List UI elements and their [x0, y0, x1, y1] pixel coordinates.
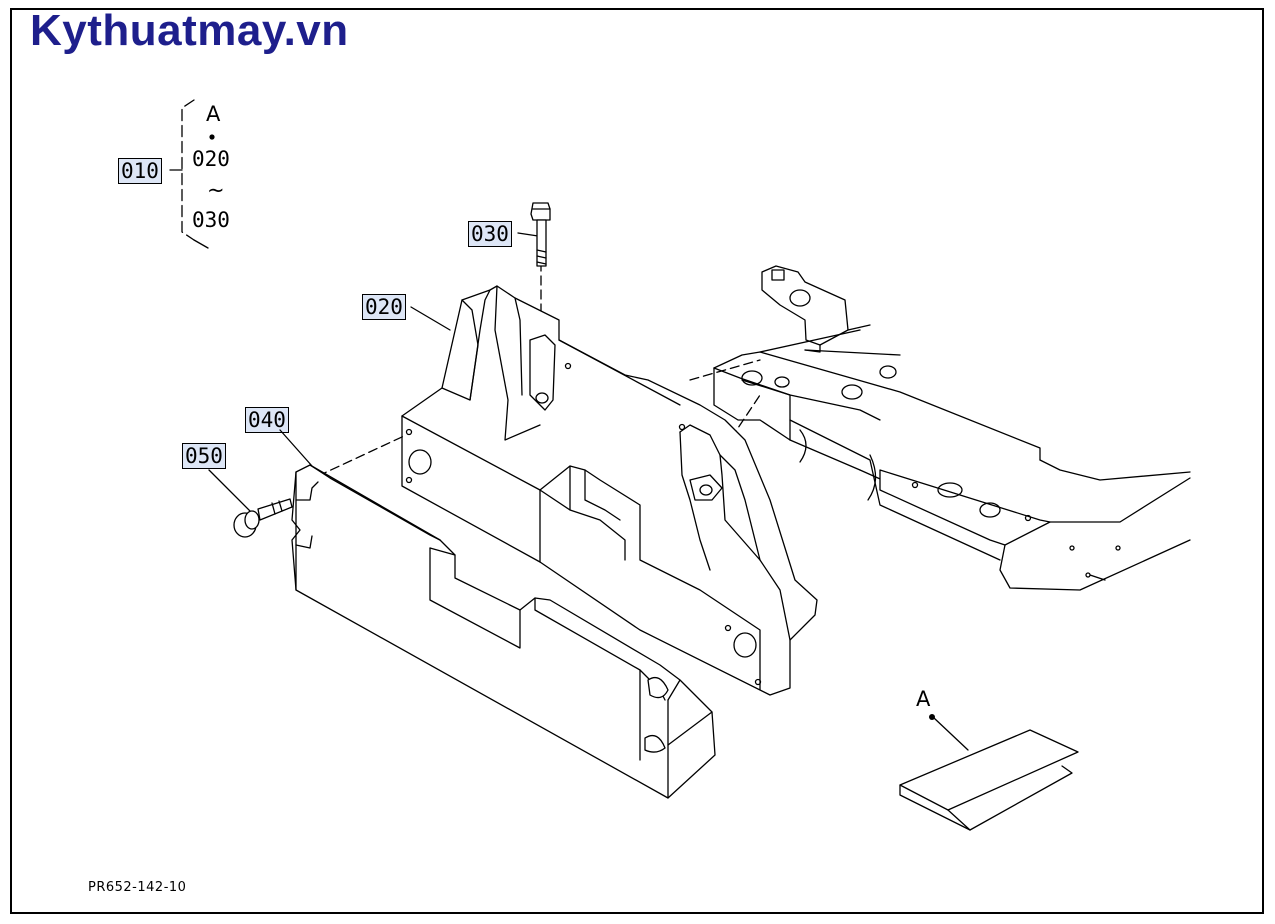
frame-rails	[714, 266, 1190, 590]
callout-040[interactable]: 040	[245, 407, 289, 433]
callout-020[interactable]: 020	[362, 294, 406, 320]
front-weight-040	[292, 465, 715, 798]
legend-marker-label: A	[206, 102, 221, 126]
legend-end-label: 030	[192, 208, 230, 232]
bolt-050	[234, 499, 292, 537]
detail-a-sheet	[900, 730, 1078, 830]
legend-range-symbol: ~	[207, 178, 225, 202]
legend-parent-label[interactable]: 010	[118, 158, 162, 184]
drawing-code: PR652-142-10	[88, 880, 187, 895]
brand-title: Kythuatmay.vn	[30, 6, 349, 55]
legend-marker-dot	[209, 134, 215, 140]
legend-bracket	[170, 100, 215, 248]
bolt-030	[531, 203, 550, 266]
leader-lines	[209, 233, 968, 750]
drawing-frame	[10, 8, 1264, 914]
front-bracket-020	[402, 286, 817, 695]
detail-marker-label: A	[916, 687, 931, 711]
legend-start-label: 020	[192, 147, 230, 171]
detail-marker-dot	[929, 714, 935, 720]
callout-050[interactable]: 050	[182, 443, 226, 469]
callout-030[interactable]: 030	[468, 221, 512, 247]
